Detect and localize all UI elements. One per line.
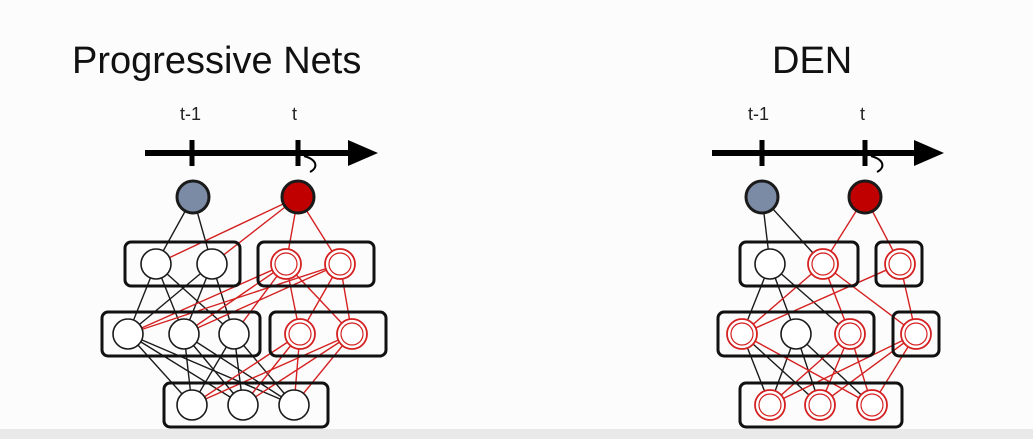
- right-tick-label-curr: t: [860, 104, 866, 124]
- bottom-strip: [0, 429, 1033, 439]
- right-new-task-node: [847, 179, 883, 215]
- left-old-task-node: [175, 179, 211, 215]
- left-tick-label-prev: t-1: [180, 104, 202, 124]
- left-new-edges: [127, 196, 353, 406]
- left-unit-new-inner: [288, 322, 312, 346]
- progressive-nets-title: Progressive Nets: [72, 40, 362, 82]
- progressive-nets-diagram: [100, 140, 388, 429]
- right-unit-new-inner: [758, 393, 782, 417]
- left-layer3-box: [162, 381, 330, 429]
- right-unit-new-inner: [888, 252, 912, 276]
- right-layer3-box: [738, 381, 904, 429]
- left-old-edges: [127, 196, 295, 406]
- right-layer2-expanded-box: [891, 310, 941, 358]
- left-unit-new-inner: [274, 252, 298, 276]
- right-units: [726, 248, 932, 421]
- right-old-edges: [741, 196, 873, 406]
- right-unit-new-inner: [808, 393, 832, 417]
- left-layer2-old-box: [100, 310, 262, 358]
- left-layer1-new-box: [256, 240, 376, 288]
- den-diagram: [712, 140, 944, 429]
- left-unit-new-inner: [328, 252, 352, 276]
- left-curl-connector: [303, 155, 317, 173]
- left-layer1-old-box: [123, 240, 242, 288]
- left-unit-old: [196, 248, 228, 280]
- right-unit-old: [780, 318, 812, 350]
- den-title: DEN: [772, 40, 853, 82]
- left-units: [112, 248, 368, 421]
- right-unit-new-inner: [730, 322, 754, 346]
- left-unit-old: [227, 389, 259, 421]
- right-unit-new-inner: [838, 322, 862, 346]
- left-unit-old: [140, 248, 172, 280]
- right-layer1-expanded-box: [874, 240, 924, 288]
- left-unit-old: [176, 389, 208, 421]
- right-new-edges: [741, 196, 917, 406]
- left-unit-new-inner: [340, 322, 364, 346]
- left-unit-old: [278, 389, 310, 421]
- right-unit-new-inner: [904, 322, 928, 346]
- right-unit-old: [754, 248, 786, 280]
- left-layer2-new-box: [268, 310, 388, 358]
- left-unit-old: [168, 318, 200, 350]
- right-layer1-box: [738, 240, 860, 288]
- right-tick-label-prev: t-1: [748, 104, 770, 124]
- right-unit-new-inner: [860, 393, 884, 417]
- left-tick-label-curr: t: [292, 104, 298, 124]
- right-curl-connector: [870, 155, 884, 173]
- right-timeline: [712, 140, 944, 173]
- right-old-task-node: [744, 179, 780, 215]
- left-unit-old: [218, 318, 250, 350]
- left-timeline-arrow-icon: [348, 140, 378, 166]
- left-new-task-node: [280, 179, 316, 215]
- right-layer2-box: [716, 310, 876, 358]
- right-unit-new-inner: [811, 252, 835, 276]
- left-unit-old: [112, 318, 144, 350]
- right-timeline-arrow-icon: [914, 140, 944, 166]
- left-timeline: [145, 140, 378, 173]
